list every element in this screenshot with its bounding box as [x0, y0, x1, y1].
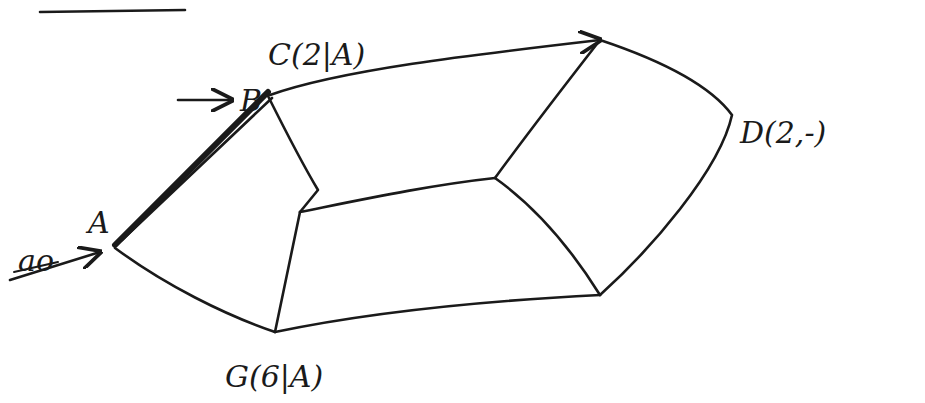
point-label: D(2,-) — [740, 118, 826, 148]
point-label: C(2|A) — [268, 40, 365, 70]
point-label: G(6|A) — [225, 362, 323, 392]
overline — [40, 10, 185, 12]
edge-mid-top — [495, 40, 600, 178]
point-label: ao — [18, 246, 54, 276]
edge-mid-bottom — [495, 178, 600, 295]
edge-ag — [115, 248, 275, 332]
edge-g-up — [275, 212, 300, 332]
edge-g-right — [275, 295, 600, 332]
edge-ab-inner — [122, 98, 272, 240]
edge-middle — [300, 178, 495, 212]
edge-b-down — [268, 96, 318, 212]
point-label: B — [240, 86, 262, 116]
edge-right — [600, 40, 732, 295]
point-label: A — [88, 208, 110, 238]
pointer-b — [178, 99, 232, 102]
